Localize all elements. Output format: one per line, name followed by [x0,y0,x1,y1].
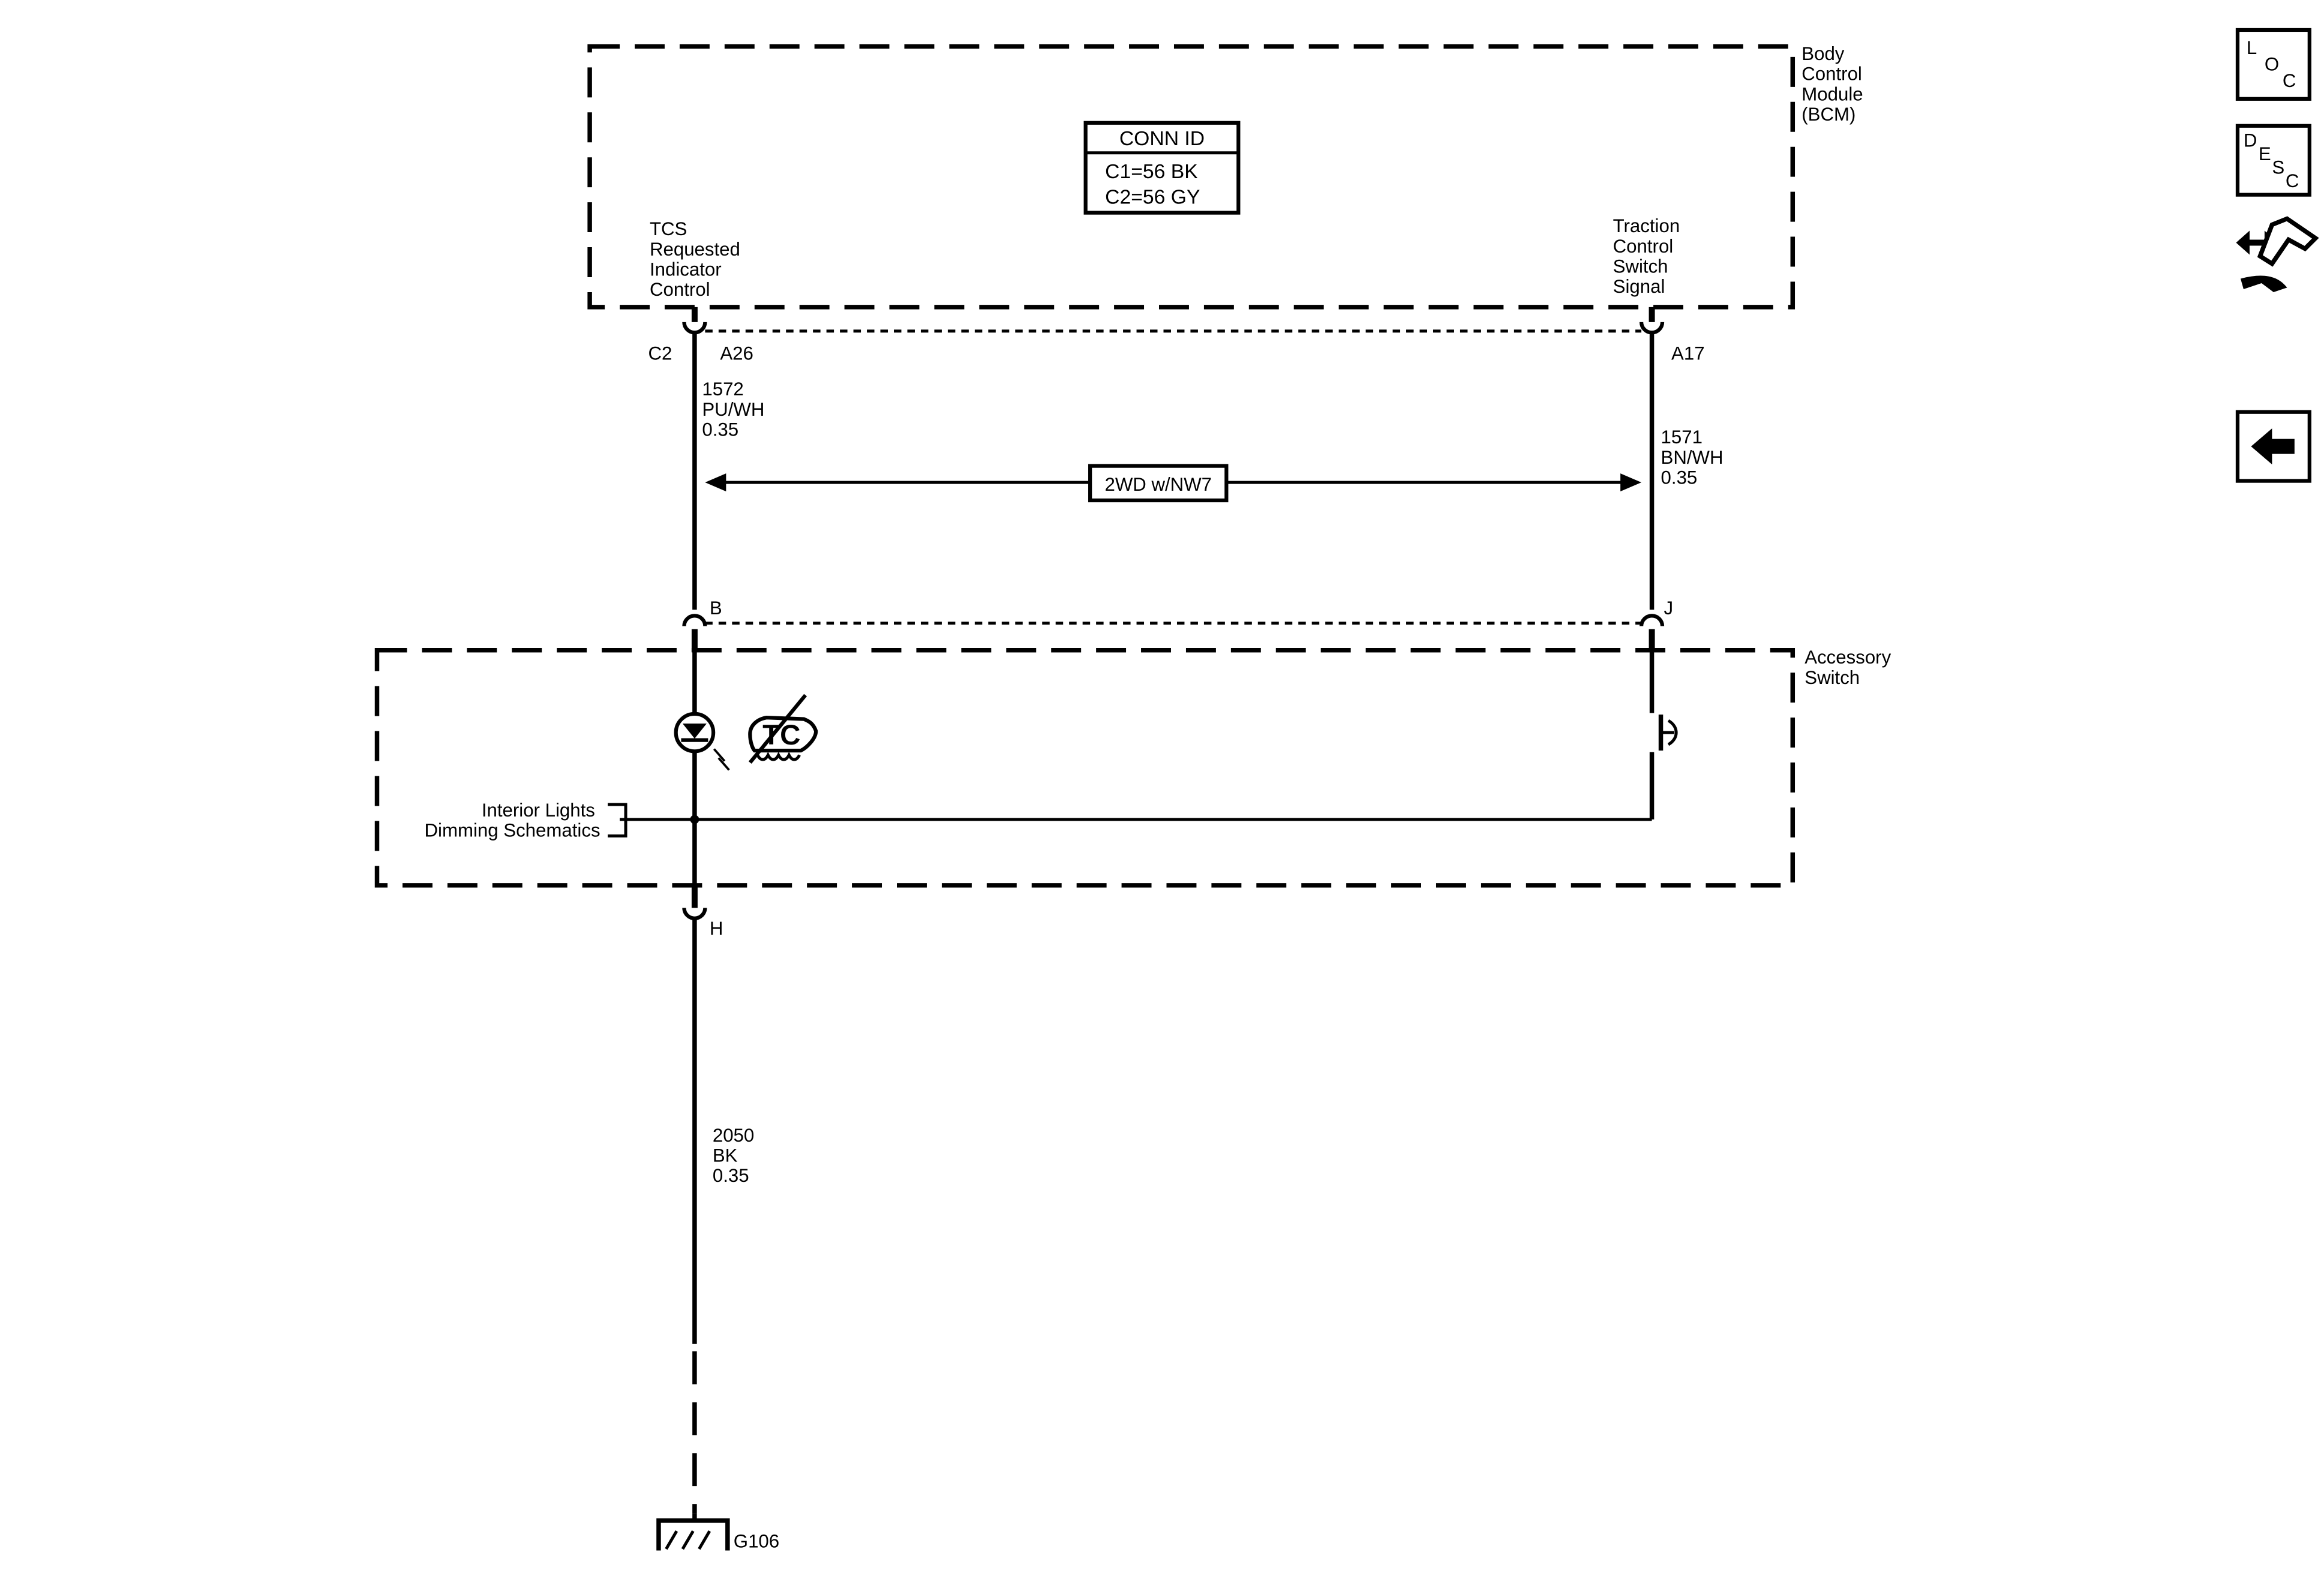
tcs-requested-pin-label: TCS Requested Indicator Control [650,218,746,300]
icon-plug [2257,216,2319,267]
tc-car-outline [748,715,818,753]
conn-id-title: CONN ID [1119,127,1205,150]
connector-end-view-icon [2236,216,2319,292]
option-span-arrow: 2WD w/NW7 [705,464,1642,503]
switch-connector-bottom [682,885,707,920]
led-indicator-icon [674,712,730,771]
led-diode-triangle [682,724,707,739]
option-label: 2WD w/NW7 [1104,474,1212,495]
icon-arrow-head [2236,230,2250,255]
bcm-name: Body Control Module (BCM) [1801,43,1868,125]
loc-letter: C [2283,70,2296,91]
desc-letter: D [2244,130,2257,151]
wire-2050-label: 2050 BK 0.35 [713,1125,759,1186]
pin-j: J [1664,598,1674,619]
desc-button-frame[interactable] [2235,124,2311,197]
desc-letter: C [2286,170,2299,191]
pin-cup [682,322,707,335]
conn-id-row: C1=56 BK [1105,160,1198,183]
option-label-box [1088,464,1229,503]
reference-label: Interior Lights Dimming Schematics [425,800,600,841]
wire-1572-label: 1572 PU/WH 0.35 [702,379,770,440]
connector-end-view-button[interactable] [2233,213,2320,300]
desc-button[interactable]: D E S C [2235,124,2311,197]
splice-dot [690,815,699,824]
pin-cup [682,614,707,627]
pin-cup [1639,614,1665,627]
back-arrow-icon [2251,428,2295,465]
tc-skid-marks [756,751,801,761]
connector-id-c2: C2 [648,343,672,364]
pin-a26: A26 [720,343,753,364]
icon-wrench [2240,275,2287,292]
conn-id-table: CONN ID C1=56 BK C2=56 GY [1083,121,1241,215]
interior-lights-reference: Interior Lights Dimming Schematics [425,800,627,841]
loc-letter: L [2247,37,2257,58]
led-emission-ray [713,748,726,762]
traction-control-off-icon: TC [748,694,818,764]
pin-a17: A17 [1671,343,1705,364]
switch-connector-top [682,614,1665,652]
ground-hatch [681,1530,695,1550]
reference-bracket [608,803,627,837]
desc-letter: S [2272,157,2284,178]
pin-b: B [710,598,722,619]
back-arrow-shape [2251,428,2295,465]
ground-name: G106 [734,1531,779,1552]
conn-id-row: C2=56 GY [1105,186,1200,209]
loc-letter: O [2265,53,2279,74]
back-button[interactable] [2235,410,2311,483]
ground-frame [656,1518,730,1551]
arrow-left-head [705,473,726,492]
accessory-switch-module: Accessory Switch [374,647,1896,888]
ground-hatch [698,1530,711,1550]
loc-button-frame[interactable] [2235,28,2311,101]
accessory-switch-name: Accessory Switch [1804,647,1896,688]
pin-cup [1639,322,1665,335]
loc-button[interactable]: L O C [2235,28,2311,101]
pin-h: H [710,918,723,939]
led-emission-ray [717,757,730,771]
pin-cup [682,908,707,920]
bcm-connector-pins [682,307,1665,335]
switch-button-curve [1667,719,1678,746]
arrow-right-head [1620,473,1642,492]
wire-1571-label: 1571 BN/WH 0.35 [1661,427,1729,488]
accessory-switch-outline [374,648,1795,888]
desc-letter: E [2259,143,2271,164]
momentary-switch-icon [1648,713,1678,752]
ground-hatch [665,1530,678,1550]
traction-switch-pin-label: Traction Control Switch Signal [1613,215,1685,297]
conn-id-frame [1083,121,1241,215]
chassis-ground-icon [656,1513,730,1551]
tc-slash [748,694,807,764]
